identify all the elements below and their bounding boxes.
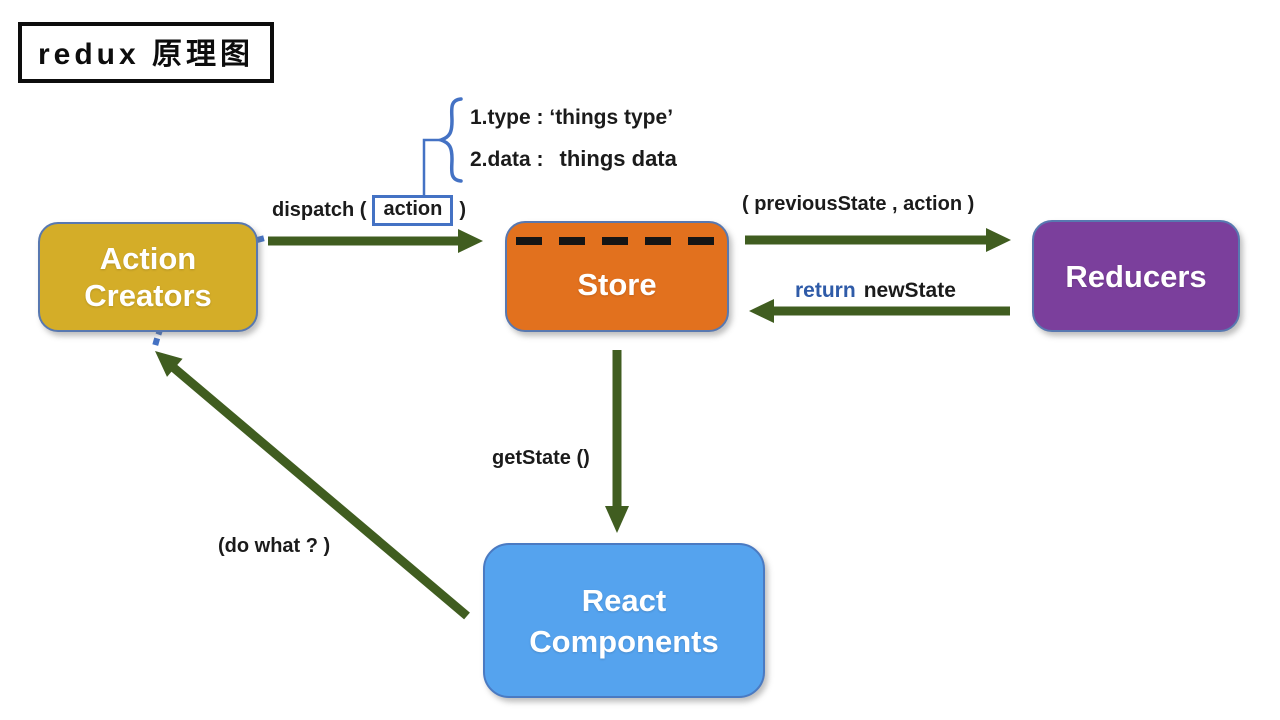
action-annotation-type: 1.type : ‘things type’ [470,106,674,129]
previous-state-label: ( previousState , action ) [742,193,975,215]
node-reducers: Reducers [1032,220,1240,332]
annotation-data-value: things data [559,146,677,171]
store-dashed-line [516,237,724,245]
do-what-arrow [155,351,470,620]
node-store: Store [505,221,729,332]
react-components-label-line2: Components [529,623,719,659]
dispatch-label: dispatch ( action ) [272,195,466,226]
brace-connector-line [422,138,441,197]
action-annotation-data: 2.data : things data [470,146,677,172]
return-newstate-label: return newState [795,279,956,303]
action-term-box: action [372,195,454,226]
dispatch-arrow [268,229,483,253]
react-components-label-line1: React [581,582,667,618]
annotation-data-label: 2.data : [470,148,544,171]
getstate-arrow [605,350,629,533]
store-label: Store [577,267,657,302]
do-what-label: (do what ? ) [218,535,331,557]
action-creators-label-line2: Creators [84,278,212,313]
getstate-label: getState () [492,447,590,469]
curly-brace-icon [435,97,463,183]
reducers-label: Reducers [1065,258,1207,294]
action-creators-label-line1: Action [99,241,197,276]
node-react-components: React Components [483,543,765,698]
return-keyword: return [795,279,856,302]
dispatch-prefix: dispatch ( [272,199,367,221]
page-title: redux 原理图 [18,22,275,83]
previous-state-arrow [745,228,1011,252]
node-action-creators: Action Creators [38,222,258,332]
dispatch-suffix: ) [459,199,467,221]
newstate-value: newState [863,279,956,302]
